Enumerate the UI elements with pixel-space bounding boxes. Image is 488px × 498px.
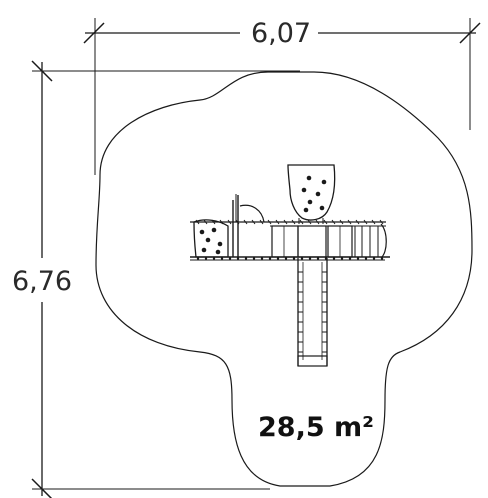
climbing-hold <box>217 241 223 247</box>
slide-rungs <box>298 271 327 353</box>
rail-mark <box>339 219 344 225</box>
play-structure <box>190 164 390 367</box>
deck-panel-2 <box>297 225 327 258</box>
rail-mark <box>195 219 200 225</box>
rail-dot <box>356 257 360 260</box>
rail-mark <box>283 219 288 225</box>
climbing-hold <box>199 229 205 235</box>
rail-dot <box>324 257 328 260</box>
deck-panel-1 <box>271 225 299 258</box>
rail-dot <box>380 257 384 260</box>
rail-mark <box>299 219 304 225</box>
rail-mark <box>347 219 352 225</box>
climbing-holds <box>199 175 327 255</box>
rail-dot <box>348 257 352 260</box>
rail-dot <box>268 257 272 260</box>
rail-dot <box>364 257 368 260</box>
width-dimension: 6,07 <box>83 18 481 175</box>
height-tick-top <box>31 60 53 82</box>
rail-mark <box>275 219 280 225</box>
rail-mark <box>243 219 248 225</box>
climbing-hold <box>307 199 313 205</box>
climbing-hold <box>319 205 325 211</box>
rail-dot <box>284 257 288 260</box>
height-label: 6,76 <box>12 266 72 297</box>
rail-mark <box>355 219 360 225</box>
rail-mark <box>363 219 368 225</box>
rail-dot <box>236 257 240 260</box>
rail-mark <box>291 219 296 225</box>
rail-mark <box>307 219 312 225</box>
climbing-wall-top <box>287 164 336 221</box>
rail-mark <box>315 219 320 225</box>
rail-dot <box>220 257 224 260</box>
climbing-hold <box>315 191 321 197</box>
rail-mark <box>235 219 240 225</box>
rail-mark <box>251 219 256 225</box>
rail-mark <box>379 219 384 225</box>
rail-mark <box>323 219 328 225</box>
rail-dot <box>372 257 376 260</box>
rail-mark <box>211 219 216 225</box>
climbing-wall-left <box>193 219 229 258</box>
slide-exit <box>297 355 328 367</box>
rail-dot <box>308 257 312 260</box>
climbing-hold <box>303 207 309 213</box>
rail-dot <box>276 257 280 260</box>
rail-mark <box>331 219 336 225</box>
tower-roof-arc <box>239 204 265 223</box>
rail-mark <box>267 219 272 225</box>
rail-mark <box>371 219 376 225</box>
height-dimension: 6,76 <box>12 60 300 498</box>
rail-dot <box>332 257 336 260</box>
width-tick-left <box>83 22 105 44</box>
rail-dot <box>228 257 232 260</box>
width-label: 6,07 <box>251 18 311 49</box>
rail-dot <box>212 257 216 260</box>
climbing-hold <box>215 249 221 255</box>
rail-mark <box>227 219 232 225</box>
walkway-rail-marks <box>195 219 384 260</box>
rail-mark <box>259 219 264 225</box>
height-tick-bottom <box>31 478 53 498</box>
climbing-hold <box>201 247 207 253</box>
rail-dot <box>204 257 208 260</box>
rail-dot <box>244 257 248 260</box>
area-label: 28,5 m² <box>258 412 374 443</box>
rail-dot <box>260 257 264 260</box>
rail-mark <box>219 219 224 225</box>
climbing-hold <box>321 179 327 185</box>
rail-mark <box>203 219 208 225</box>
width-tick-right <box>459 22 481 44</box>
rail-dot <box>292 257 296 260</box>
rail-dot <box>252 257 256 260</box>
rail-dot <box>316 257 320 260</box>
climbing-hold <box>301 187 307 193</box>
climbing-hold <box>205 237 211 243</box>
climbing-hold <box>211 227 217 233</box>
railing-end-curve <box>380 223 387 259</box>
rail-dot <box>340 257 344 260</box>
rail-dot <box>196 257 200 260</box>
safety-zone-outline <box>95 71 473 487</box>
climbing-hold <box>306 175 312 181</box>
rail-dot <box>300 257 304 260</box>
